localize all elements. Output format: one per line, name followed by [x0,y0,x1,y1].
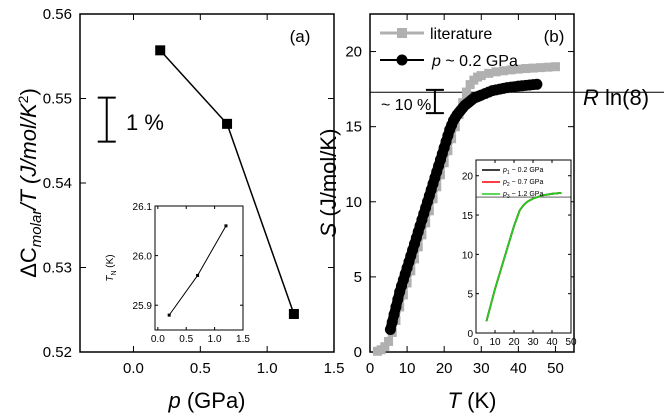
b-x-tick-label: 10 [399,360,416,377]
a-percent-bar [97,96,116,143]
a-y-tick-label: 0.52 [43,344,72,361]
b-x-tick-label: 30 [473,360,490,377]
b-x-tick-label: 0 [366,360,374,377]
b-x-tick-label: 50 [547,360,564,377]
legend-literature-label: literature [430,26,492,43]
b-inset-y-tick-label: 10 [462,250,474,261]
literature-point [380,342,390,352]
a-inset-point [196,273,200,277]
literature-point [506,65,516,75]
b-inset-y-tick-label: 0 [467,329,473,340]
a-y-tick-label: 0.55 [43,91,72,108]
literature-point [513,64,523,74]
b-x-tick-label: 20 [436,360,453,377]
b-rln8-label: R ln(8) [583,85,649,110]
b-data [372,62,560,356]
a-y-tick-label: 0.56 [43,6,72,23]
b-percent-bar [425,88,444,115]
b-y-tick-label: 5 [354,269,362,286]
a-ylabel-T: /T (J/mol/K [16,102,41,212]
a-inset-y-tick-label: 26.0 [133,252,153,263]
b-y-axis-label: S (J/mol/K) [316,129,341,238]
literature-point [521,64,531,74]
a-inset-frame [154,205,244,331]
a-inset-y-tick-label: 25.9 [133,301,153,312]
literature-point [543,62,553,72]
a-inset-data [167,224,228,317]
a-y-tick-label: 0.54 [43,175,72,192]
a-data-point [222,118,233,129]
b-inset-x-tick-label: 20 [508,337,520,348]
a-data-point [288,308,299,319]
b-inset-y-tick-label: 5 [467,290,473,301]
measured-point [531,78,543,90]
b-panel-label: (b) [544,27,565,46]
literature-point [491,67,501,77]
a-x-tick-label: 0.5 [190,360,211,377]
b-inset: 0 10 20 30 40 50 0 5 10 15 20 p1 ~ 0.2 GPa p2 ~ 0.… [462,159,577,348]
b-y-tick-label: 20 [345,44,362,61]
literature-point [536,63,546,73]
inset-legend-p2-label: p2 ~ 0.7 GPa [502,179,543,188]
b-inset-legend: p1 ~ 0.2 GPa p2 ~ 0.7 GPa p3 ~ 1.2 GPa [482,167,543,200]
literature-point [499,66,509,76]
b-x-tick-label: 40 [510,360,527,377]
b-legend: literature p ~ 0.2 GPa [380,26,518,70]
a-inset-point [167,313,171,317]
a-inset-ticks: 0.0 0.5 1.0 1.5 25.9 26.0 26.1 [133,202,251,345]
literature-point [461,87,471,97]
a-inset-x-tick-label: 1.0 [208,334,222,345]
b-inset-x-tick-label: 50 [565,337,577,348]
literature-point [465,80,475,90]
b-inset-data [476,191,571,322]
literature-point [384,336,394,346]
a-x-tick-label: 0.0 [123,360,144,377]
inset-legend-p1-label: p1 ~ 0.2 GPa [502,167,543,176]
b-inset-x-tick-label: 30 [527,337,539,348]
b-inset-x-tick-label: 40 [546,337,558,348]
b-inset-x-tick-label: 0 [473,337,479,348]
a-percent-bar-label: 1 % [126,110,164,135]
a-data-point [155,45,166,56]
a-inset-x-tick-label: 1.5 [236,334,250,345]
b-percent-bar-label: ~ 10 % [381,97,431,114]
a-y-tick-label: 0.53 [43,260,72,277]
b-inset-y-tick-label: 20 [462,172,474,183]
b-x-axis-label: T (K) [448,388,497,413]
a-inset-x-tick-label: 0.5 [179,334,193,345]
literature-point [528,63,538,73]
b-inset-ticks: 0 10 20 30 40 50 0 5 10 15 20 [462,160,577,348]
b-inset-x-tick-label: 10 [489,337,501,348]
panel-a: 0.0 0.5 1.0 1.5 0.52 0.53 0.54 0.55 0.56 (a) ΔCm… [15,6,344,413]
a-x-tick-label: 1.0 [257,360,278,377]
a-x-tick-label: 1.5 [324,360,345,377]
a-inset-y-label: TN (K) [105,254,118,281]
a-inset: 0.0 0.5 1.0 1.5 25.9 26.0 26.1 TN (K) [105,202,250,345]
b-inset-series-3 [485,191,562,322]
a-inset-point [224,224,228,228]
legend-literature-marker [397,28,407,38]
legend-measured-marker [396,54,408,66]
a-inset-x-tick-label: 0.0 [151,334,165,345]
b-frame [369,13,575,353]
literature-point [476,71,486,81]
b-inset-y-tick-label: 15 [462,211,474,222]
b-y-tick-label: 15 [345,119,362,136]
a-y-axis-label: ΔCmolar/T (J/mol/K2) [15,88,45,278]
b-y-tick-label: 10 [345,194,362,211]
a-panel-label: (a) [290,27,311,46]
b-y-tick-label: 0 [354,344,362,361]
a-x-axis-label: p (GPa) [167,388,245,413]
legend-measured-label: p ~ 0.2 GPa [431,53,518,70]
a-data [155,45,299,319]
inset-legend-p3-label: p3 ~ 1.2 GPa [502,191,543,200]
a-inset-y-tick-label: 26.1 [133,202,153,213]
literature-point [550,62,560,72]
literature-point [484,68,494,78]
a-ticks: 0.0 0.5 1.0 1.5 0.52 0.53 0.54 0.55 0.56 [43,6,345,377]
